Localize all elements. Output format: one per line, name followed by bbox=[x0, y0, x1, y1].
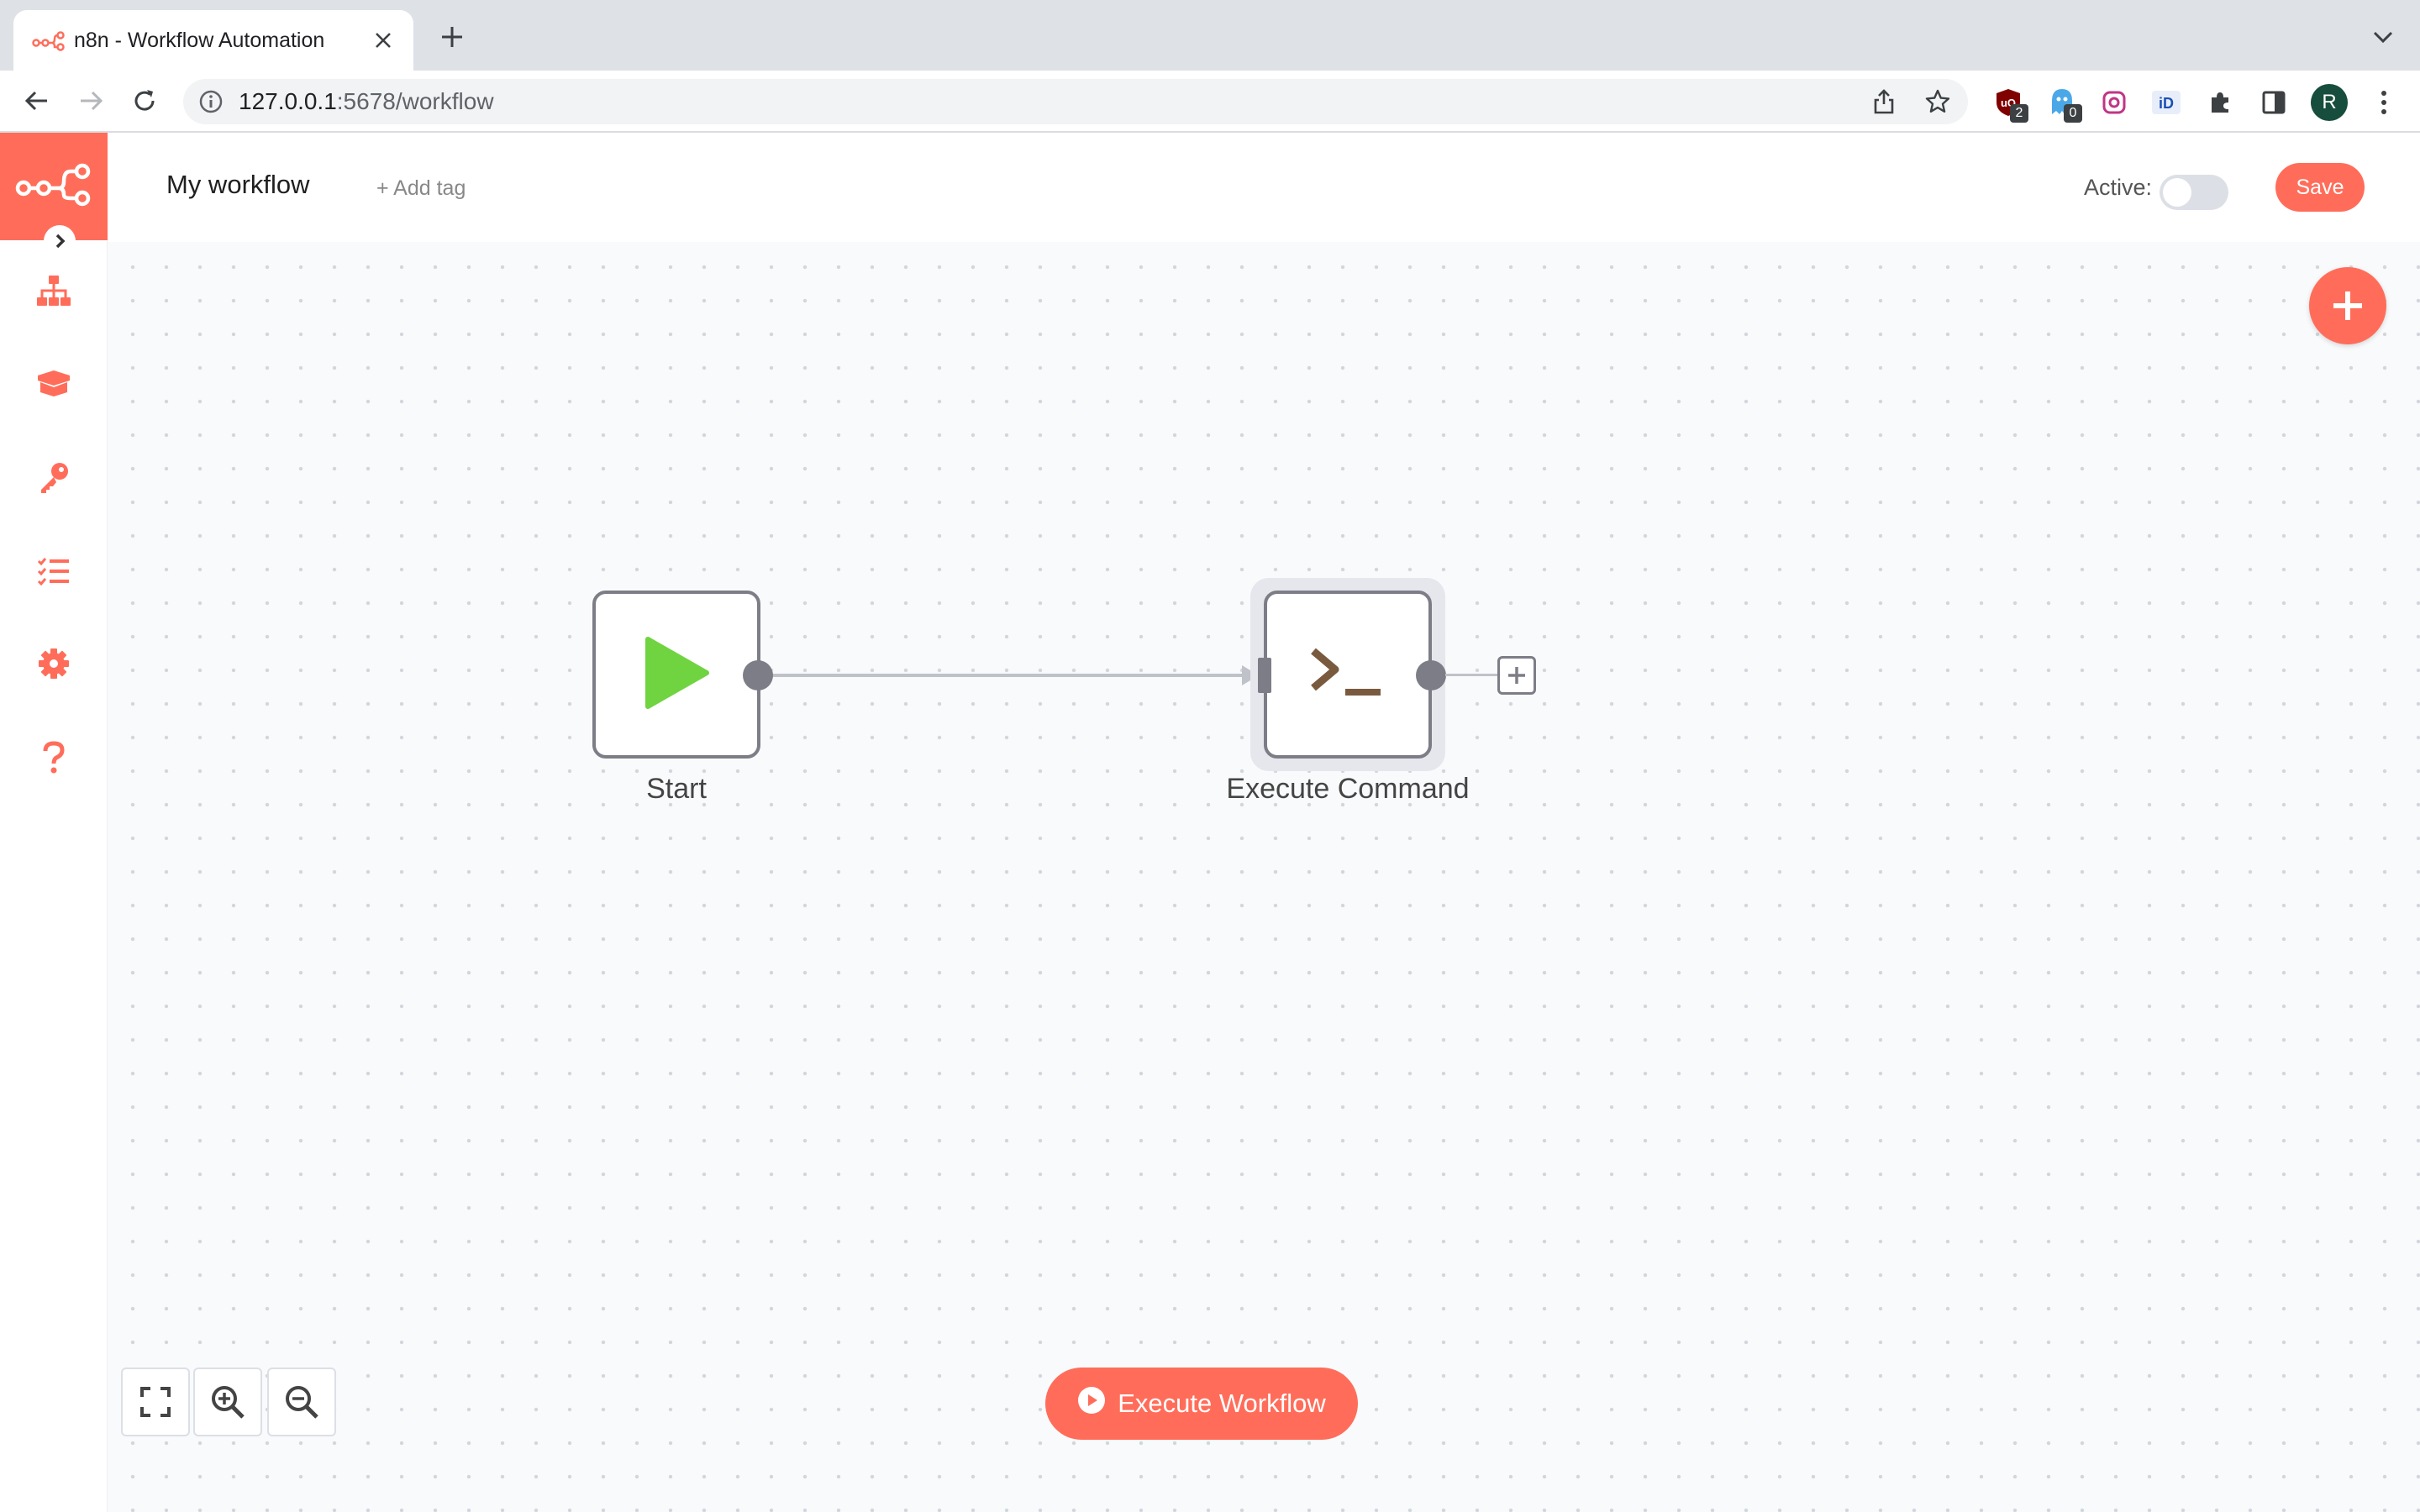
forward-icon[interactable] bbox=[72, 82, 109, 119]
close-tab-icon[interactable] bbox=[368, 25, 398, 55]
info-icon[interactable] bbox=[198, 89, 224, 114]
reload-icon[interactable] bbox=[126, 82, 163, 119]
back-icon[interactable] bbox=[18, 82, 55, 119]
active-label: Active: bbox=[2084, 175, 2153, 200]
ghostery-badge: 0 bbox=[2064, 104, 2082, 123]
url-text: 127.0.0.1:5678/workflow bbox=[239, 79, 494, 124]
add-tag-link[interactable]: + Add tag bbox=[376, 176, 466, 200]
svg-text:iD: iD bbox=[2159, 95, 2174, 112]
id-icon[interactable]: iD bbox=[2149, 86, 2183, 119]
credentials-icon[interactable] bbox=[30, 454, 77, 501]
ghostery-icon[interactable]: 0 bbox=[2045, 86, 2082, 123]
zoom-in-icon[interactable] bbox=[193, 1368, 262, 1436]
start-output-handle[interactable] bbox=[743, 660, 773, 690]
zoom-out-icon[interactable] bbox=[267, 1368, 336, 1436]
executions-icon[interactable] bbox=[30, 548, 77, 595]
workflow-header: My workflow + Add tag Active: Save bbox=[108, 133, 2420, 242]
add-next-node-plus-icon[interactable] bbox=[1497, 656, 1536, 695]
execute-command-output-handle[interactable] bbox=[1416, 660, 1446, 690]
add-node-button[interactable] bbox=[2309, 267, 2386, 344]
instagram-icon[interactable] bbox=[2097, 86, 2131, 119]
help-icon[interactable] bbox=[30, 734, 77, 781]
share-icon[interactable] bbox=[1870, 88, 1897, 115]
play-icon bbox=[643, 636, 710, 714]
workflow-name[interactable]: My workflow bbox=[166, 170, 310, 199]
templates-icon[interactable] bbox=[30, 360, 77, 407]
more-menu-icon[interactable] bbox=[2371, 86, 2396, 119]
side-panel-icon[interactable] bbox=[2257, 86, 2291, 119]
tab-title: n8n - Workflow Automation bbox=[74, 29, 325, 52]
execute-command-node-label: Execute Command bbox=[1226, 773, 1470, 805]
address-bar[interactable]: 127.0.0.1:5678/workflow bbox=[183, 79, 1968, 124]
extensions-puzzle-icon[interactable] bbox=[2203, 86, 2237, 119]
chevron-down-icon[interactable] bbox=[2370, 24, 2396, 50]
ublock-badge: 2 bbox=[2010, 104, 2028, 123]
active-toggle[interactable] bbox=[2160, 175, 2228, 210]
execute-workflow-button[interactable]: Execute Workflow bbox=[1045, 1368, 1358, 1440]
execute-workflow-label: Execute Workflow bbox=[1118, 1389, 1326, 1418]
start-node-label: Start bbox=[646, 773, 707, 805]
play-circle-icon bbox=[1077, 1386, 1106, 1421]
browser-tab-bar: n8n - Workflow Automation bbox=[0, 0, 2420, 71]
terminal-icon bbox=[1310, 646, 1386, 704]
browser-tab[interactable]: n8n - Workflow Automation bbox=[13, 10, 413, 71]
execute-command-input-handle[interactable] bbox=[1258, 658, 1271, 693]
app-sidebar bbox=[0, 133, 108, 1512]
n8n-favicon-icon bbox=[32, 29, 66, 52]
toggle-knob bbox=[2163, 178, 2191, 207]
settings-icon[interactable] bbox=[30, 640, 77, 687]
workflows-icon[interactable] bbox=[30, 267, 77, 314]
add-connection-line bbox=[1445, 674, 1499, 676]
ublock-icon[interactable]: uO 2 bbox=[1991, 86, 2028, 123]
url-host: 127.0.0.1 bbox=[239, 88, 337, 114]
execute-command-node[interactable] bbox=[1264, 591, 1432, 759]
profile-avatar[interactable]: R bbox=[2311, 84, 2348, 121]
expand-sidebar-chevron-icon[interactable] bbox=[45, 227, 74, 255]
browser-toolbar: 127.0.0.1:5678/workflow uO 2 0 iD R bbox=[0, 71, 2420, 133]
start-node[interactable] bbox=[592, 591, 760, 759]
save-button[interactable]: Save bbox=[2275, 163, 2365, 212]
workflow-canvas[interactable] bbox=[108, 242, 2420, 1512]
connection-line[interactable] bbox=[758, 674, 1257, 677]
new-tab-icon[interactable] bbox=[435, 20, 469, 54]
zoom-to-fit-icon[interactable] bbox=[121, 1368, 190, 1436]
n8n-logo[interactable] bbox=[0, 133, 108, 240]
url-path: :5678/workflow bbox=[336, 88, 494, 114]
bookmark-star-icon[interactable] bbox=[1924, 88, 1951, 115]
